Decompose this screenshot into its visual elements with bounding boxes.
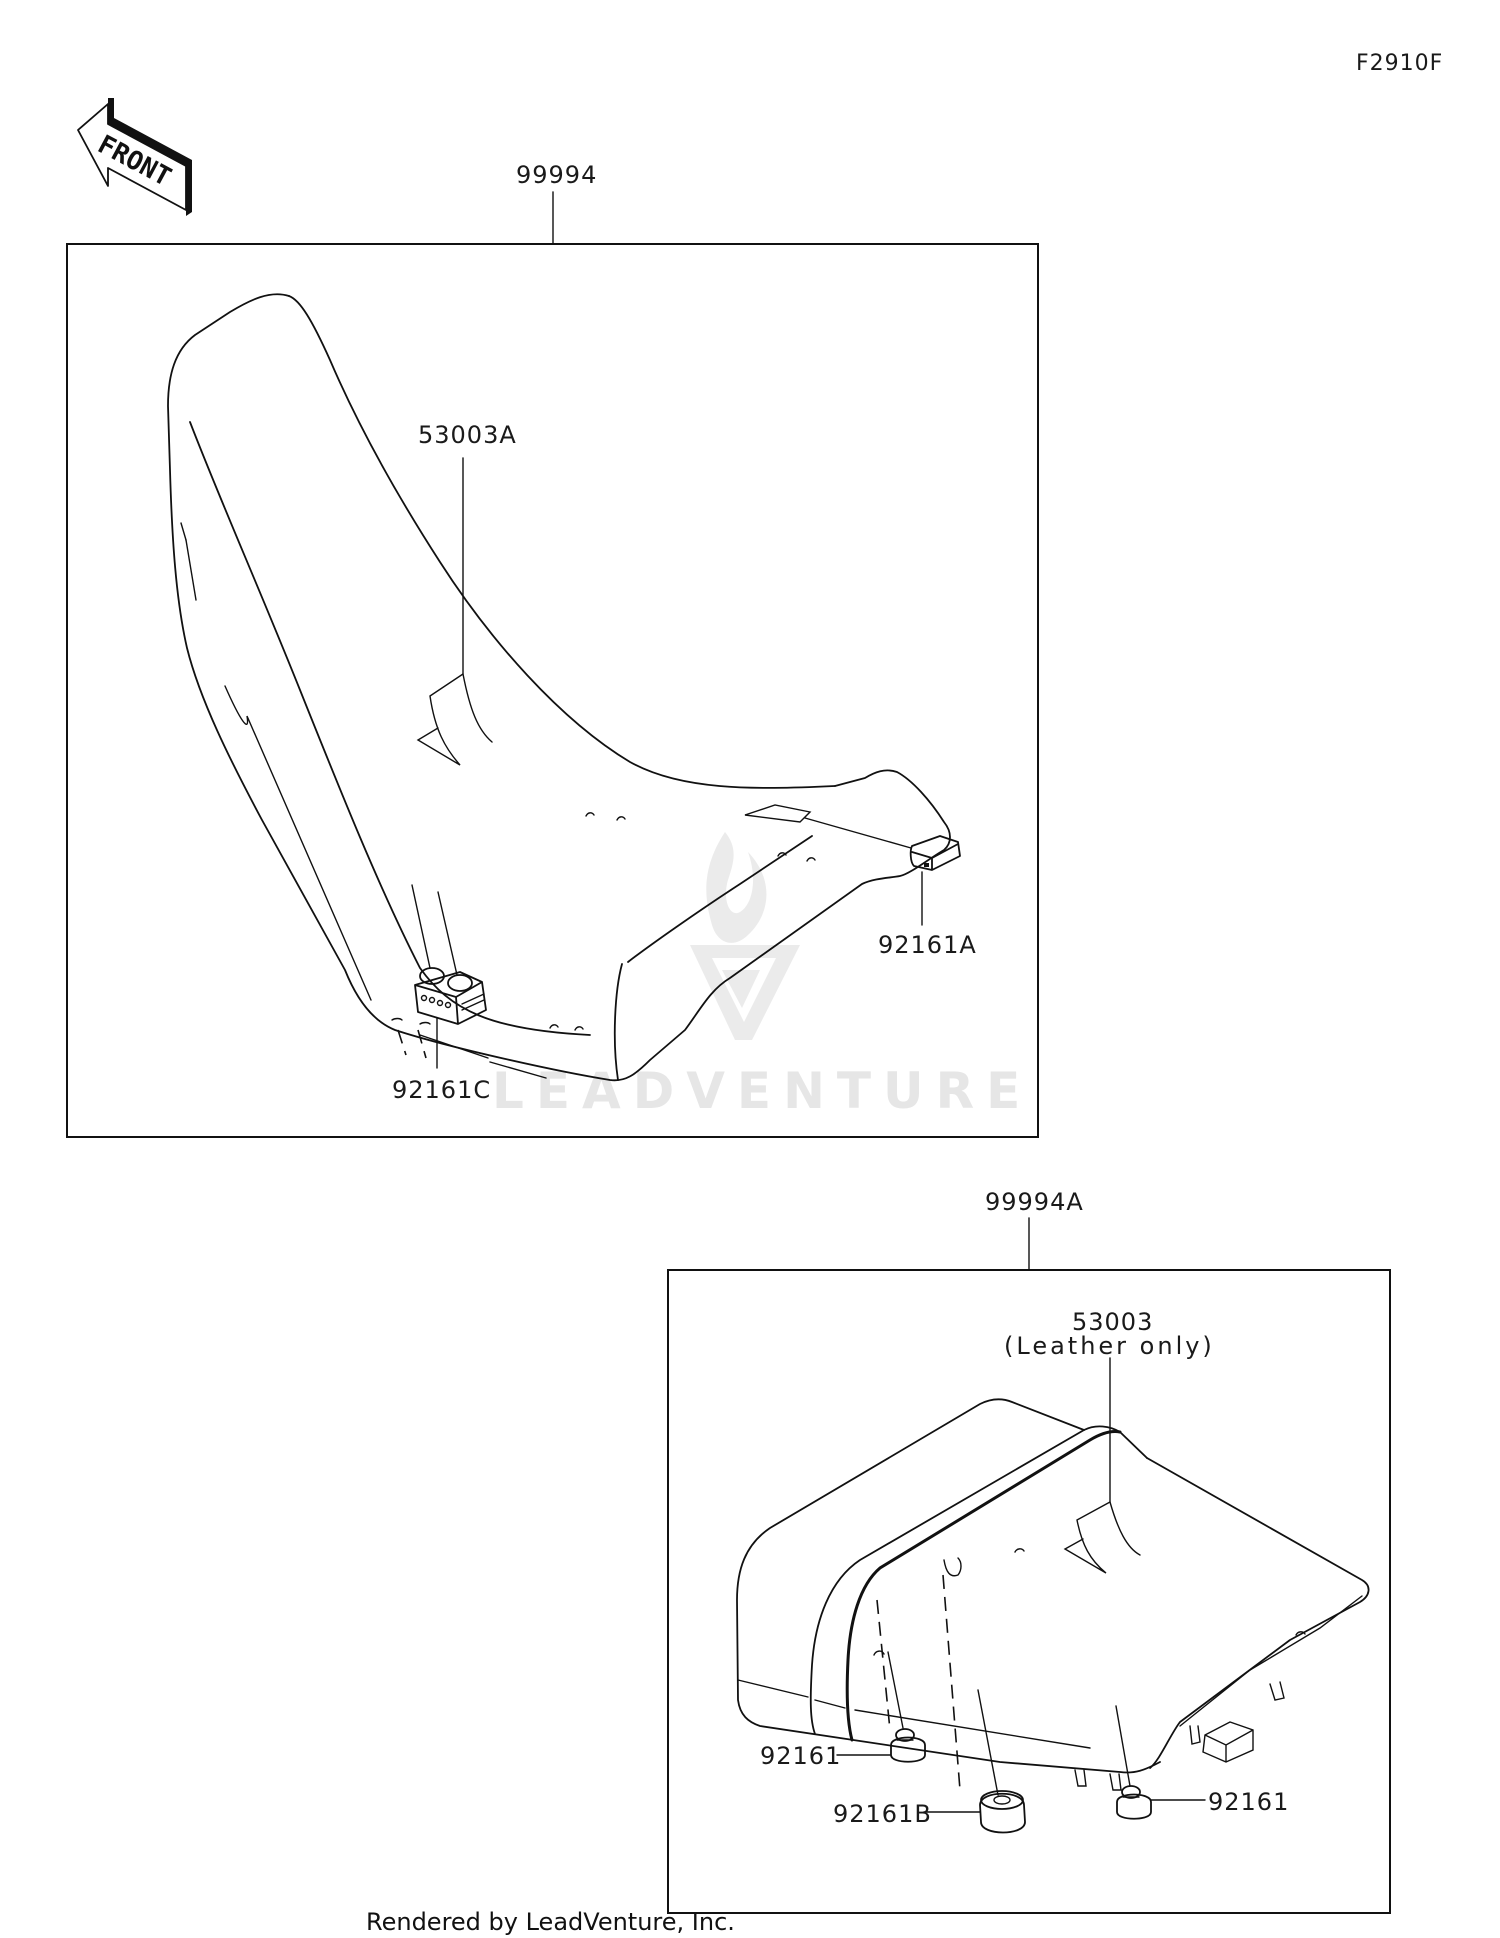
callout-53003[interactable]: 53003 (Leather only) <box>1004 1308 1215 1574</box>
assembly-frame-99994A <box>667 1269 1391 1914</box>
figure-code: F2910F <box>1356 51 1443 76</box>
assembly-99994A: 99994A 53003 (Leather only) <box>667 1188 1391 1914</box>
callout-92161B[interactable]: 92161B <box>833 1689 1026 1834</box>
callout-53003A[interactable]: 53003A <box>416 421 517 766</box>
callout-label-53003[interactable]: 53003 <box>1072 1308 1153 1336</box>
leadventure-flame-v-logo-icon <box>690 832 800 1040</box>
callout-label-92161A[interactable]: 92161A <box>878 931 977 959</box>
callout-92161C[interactable]: 92161C <box>392 884 491 1104</box>
callout-note-53003: (Leather only) <box>1004 1332 1215 1360</box>
assembly-frame-99994 <box>66 243 1039 1138</box>
spacer-ring-icon <box>979 1792 1026 1834</box>
footer-credit: Rendered by LeadVenture, Inc. <box>366 1908 735 1936</box>
callout-92161-left[interactable]: 92161 <box>760 1651 926 1770</box>
pillion-seat[interactable] <box>736 1398 1370 1791</box>
callout-label-92161-right[interactable]: 92161 <box>1208 1788 1289 1816</box>
front-arrow-icon: FRONT <box>77 98 192 216</box>
callout-label-53003A[interactable]: 53003A <box>418 421 517 449</box>
damper-block-icon <box>909 835 961 871</box>
watermark: LEADVENTURE <box>492 832 1032 1120</box>
callout-92161-right[interactable]: 92161 <box>1115 1705 1289 1820</box>
callout-label-92161-left[interactable]: 92161 <box>760 1742 841 1770</box>
label-tag-icon <box>416 673 493 766</box>
callout-92161A[interactable]: 92161A <box>804 817 977 959</box>
callout-label-92161B[interactable]: 92161B <box>833 1800 932 1828</box>
assembly-label-99994A[interactable]: 99994A <box>985 1188 1084 1216</box>
callout-label-92161C[interactable]: 92161C <box>392 1076 491 1104</box>
assembly-99994: 99994 <box>66 161 1039 1138</box>
grommet-icon <box>890 1736 926 1763</box>
assembly-label-99994[interactable]: 99994 <box>516 161 597 189</box>
rider-seat[interactable] <box>167 293 951 1082</box>
grommet-icon <box>1116 1793 1152 1820</box>
label-tag-icon <box>1063 1501 1141 1574</box>
watermark-text: LEADVENTURE <box>492 1062 1032 1120</box>
damper-c-block-icon <box>414 971 487 1025</box>
